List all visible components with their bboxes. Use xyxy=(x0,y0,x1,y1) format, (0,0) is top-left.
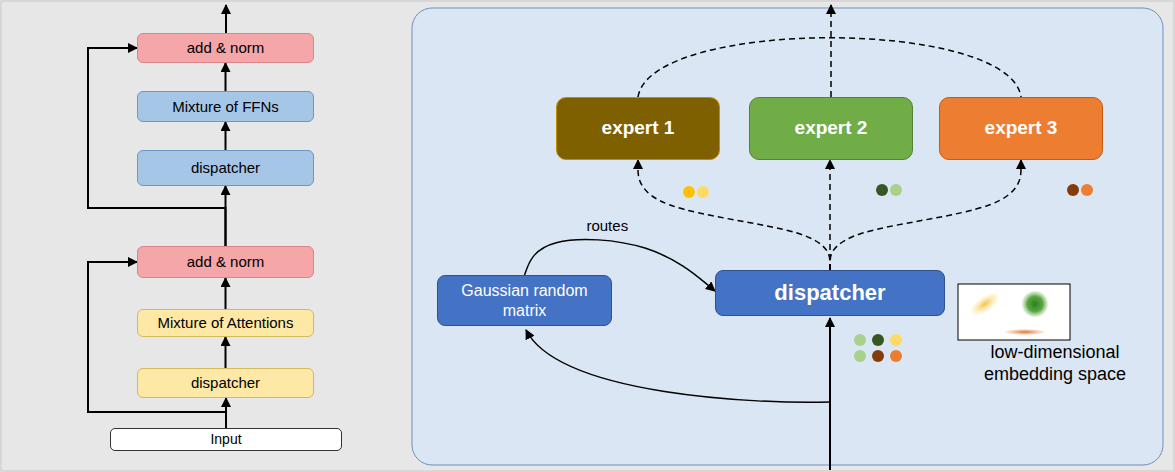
box-label: dispatcher xyxy=(191,159,260,177)
input-line xyxy=(829,318,831,470)
cluster-blob xyxy=(968,289,1002,319)
box-label: dispatcher xyxy=(191,374,260,392)
cluster-blob xyxy=(1005,329,1045,335)
moe-box: Mixture of FFNs xyxy=(137,91,314,122)
token-dot xyxy=(697,186,709,198)
expert-box: expert 2 xyxy=(749,97,913,160)
detail-panel xyxy=(412,8,1163,465)
box-label: add & norm xyxy=(187,39,265,57)
merge-line xyxy=(638,38,1021,97)
inset-frame xyxy=(958,284,1070,340)
box-label: dispatcher xyxy=(774,280,885,306)
box-label: Gaussian random matrix xyxy=(446,281,603,319)
dispatcher-box: dispatcher xyxy=(137,150,314,186)
flow-arrow xyxy=(225,63,227,91)
expert-box: expert 1 xyxy=(556,97,720,160)
embedding-inset xyxy=(958,284,1070,340)
token-dot xyxy=(872,350,884,362)
token-dot xyxy=(890,334,902,346)
flow-arrow xyxy=(225,337,227,368)
routing-arrow xyxy=(830,160,1021,270)
token-dot xyxy=(890,350,902,362)
token-dot xyxy=(872,334,884,346)
box-label: expert 3 xyxy=(985,117,1058,140)
box-label: expert 2 xyxy=(795,117,868,140)
input-box: Input xyxy=(110,428,342,451)
routing-arrow xyxy=(638,160,830,270)
token-dot xyxy=(683,186,695,198)
token-dot xyxy=(1081,184,1093,196)
token-dot xyxy=(854,350,866,362)
box-label: Mixture of Attentions xyxy=(158,314,294,332)
token-dots xyxy=(683,184,1093,362)
flow-arrow xyxy=(88,262,226,428)
output-arrow xyxy=(830,5,832,97)
flow-arrow xyxy=(88,48,226,246)
routing-arrow xyxy=(829,160,831,270)
matrix-box: Gaussian random matrix xyxy=(437,275,612,326)
cluster-blob xyxy=(1022,291,1048,317)
dispatcher-box: dispatcher xyxy=(137,368,314,398)
norm-box: add & norm xyxy=(137,33,314,63)
token-dot xyxy=(876,184,888,196)
box-label: add & norm xyxy=(187,253,265,271)
flow-arrow xyxy=(225,278,227,309)
edge-label: routes xyxy=(583,217,631,235)
norm-box: add & norm xyxy=(137,246,314,278)
token-dot xyxy=(854,334,866,346)
box-label: expert 1 xyxy=(602,117,675,140)
branch-line xyxy=(526,330,830,402)
flow-arrow xyxy=(225,122,227,150)
token-dot xyxy=(890,184,902,196)
dispatcher-box: dispatcher xyxy=(715,270,945,316)
token-dot xyxy=(1067,184,1079,196)
output-arrow xyxy=(225,5,227,33)
caption-label: low-dimensional embedding space xyxy=(970,342,1140,385)
box-label: Input xyxy=(210,431,241,448)
expert-box: expert 3 xyxy=(939,97,1103,160)
box-label: Mixture of FFNs xyxy=(172,98,279,116)
attention-box: Mixture of Attentions xyxy=(137,309,314,337)
